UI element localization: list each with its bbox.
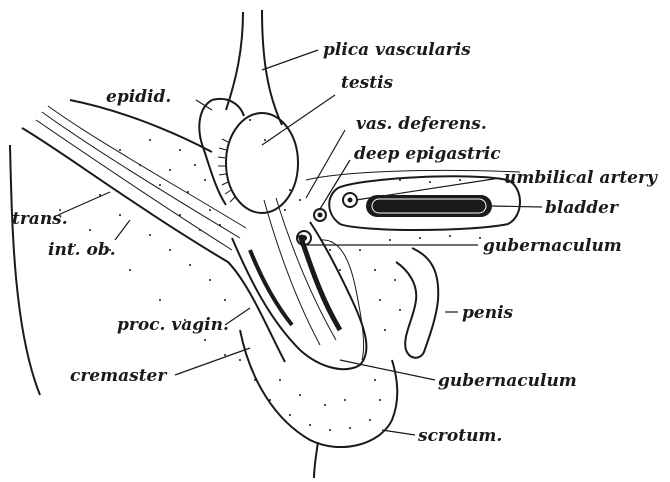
umbilical-artery-vessel-inner [301, 235, 307, 241]
label-proc-vagin: proc. vagin. [117, 315, 229, 335]
label-testis: testis [341, 73, 394, 93]
label-epidid: epidid. [106, 87, 171, 107]
small-vessel-inner [348, 198, 353, 203]
bladder-inner [366, 195, 492, 217]
abdominal-wall-layer-1 [36, 120, 232, 250]
label-cremaster: cremaster [70, 366, 167, 386]
leader-scrotum [382, 430, 415, 435]
scrotum-stalk [314, 442, 318, 478]
deep-epigastric-vessel-inner [318, 213, 323, 218]
body-wall-line [10, 145, 40, 395]
label-deep-epigastric: deep epigastric [354, 144, 501, 164]
abdominal-wall-layer-3 [48, 106, 246, 228]
plica-vascularis-cord [226, 10, 282, 125]
scrotum-outline [240, 330, 397, 447]
label-vas-deferens: vas. deferens. [356, 114, 487, 134]
label-gubernaculum-upper: gubernaculum [483, 236, 622, 256]
abdominal-wall-upper [70, 100, 212, 152]
leader-plica-vascularis [262, 50, 318, 70]
label-penis: penis [462, 303, 514, 323]
leader-int-ob [115, 220, 130, 240]
epididymis [199, 99, 244, 205]
abdominal-wall-layer-2 [42, 112, 240, 238]
label-trans: trans. [12, 209, 68, 229]
label-umbilical-artery: umbilical artery [504, 168, 658, 188]
label-bladder: bladder [545, 198, 619, 218]
labels: plica vascularis testis epidid. vas. def… [12, 40, 658, 446]
label-gubernaculum-lower: gubernaculum [438, 371, 577, 391]
penis [396, 248, 438, 358]
leader-bladder [492, 206, 542, 207]
gubernaculum-cord [264, 198, 336, 345]
label-plica-vascularis: plica vascularis [323, 40, 471, 60]
label-scrotum: scrotum. [417, 426, 502, 446]
leader-gubernaculum-lower [340, 360, 435, 380]
leader-cremaster [175, 348, 250, 375]
label-int-ob: int. ob. [48, 240, 116, 260]
